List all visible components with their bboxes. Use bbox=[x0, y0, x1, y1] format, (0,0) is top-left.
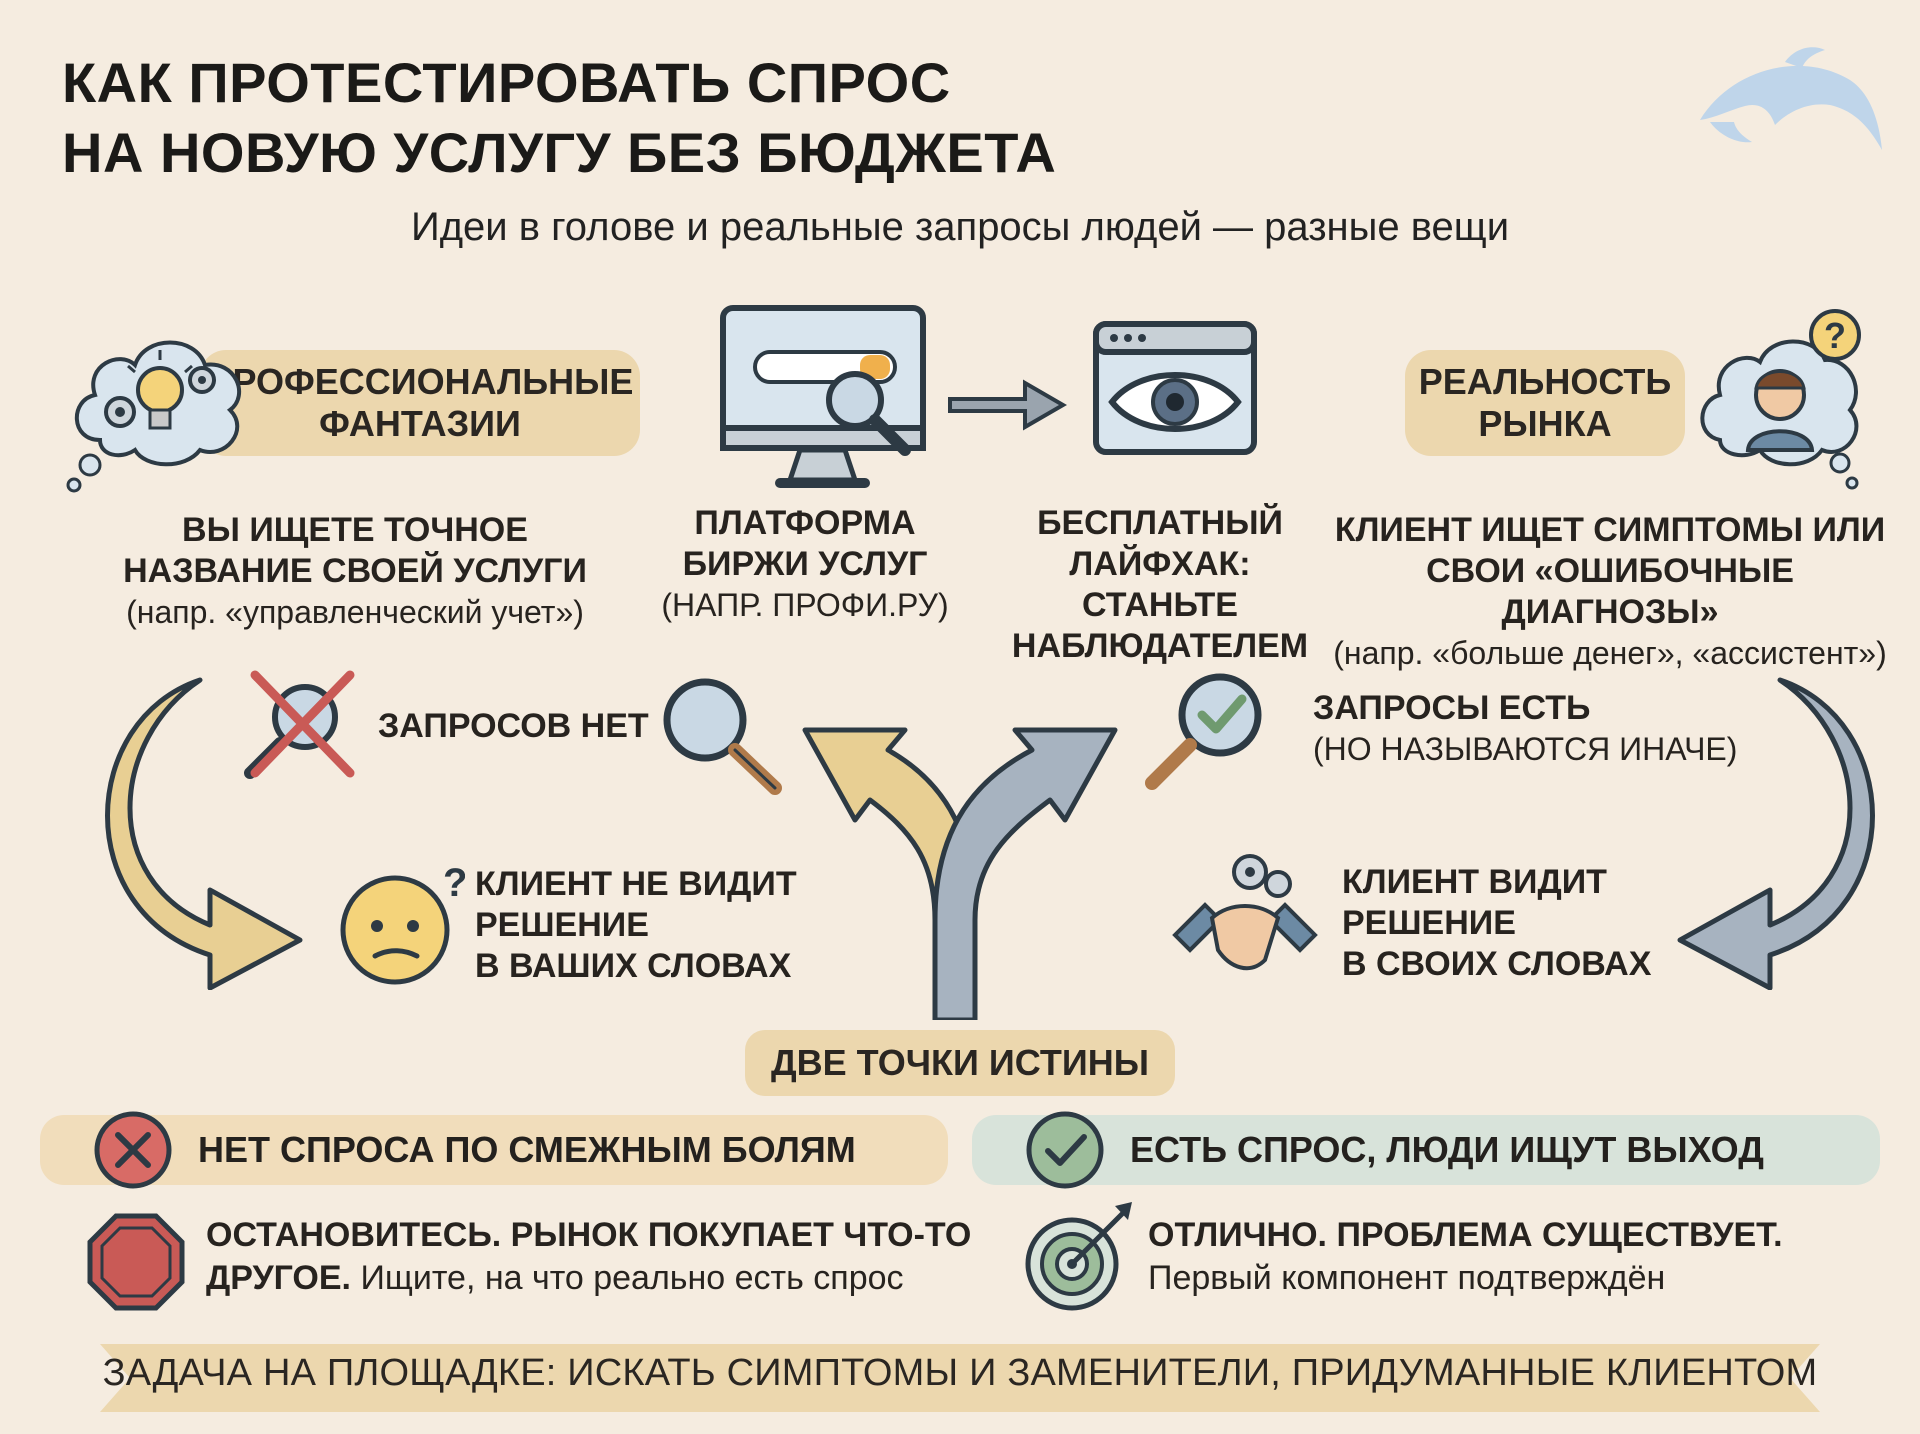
curved-arrow-right-blue-icon bbox=[1677, 677, 1875, 990]
text-services-platform: ПЛАТФОРМА БИРЖИ УСЛУГ (НАПР. ПРОФИ.РУ) bbox=[661, 504, 949, 623]
stop-sign-icon bbox=[87, 1213, 185, 1311]
pill-professional-fantasies: ПРОФЕССИОНАЛЬНЫЕ ФАНТАЗИИ bbox=[200, 350, 640, 456]
handshake-gears-icon bbox=[1172, 854, 1318, 971]
text-no-requests: ЗАПРОСОВ НЕТ bbox=[378, 707, 649, 745]
text-requests-exist: ЗАПРОСЫ ЕСТЬ (НО НАЗЫВАЮТСЯ ИНАЧЕ) bbox=[1313, 689, 1738, 767]
confused-face-icon: ? bbox=[340, 861, 465, 985]
cross-circle-icon bbox=[94, 1111, 172, 1189]
text-client-symptoms: КЛИЕНТ ИЩЕТ СИМПТОМЫ ИЛИ СВОИ «ОШИБОЧНЫЕ… bbox=[1333, 511, 1887, 671]
fork-arrows-icon bbox=[802, 727, 1118, 1020]
thought-cloud-lightbulb-icon bbox=[66, 340, 242, 493]
magnifier-icon bbox=[663, 678, 782, 795]
text-exact-service-name: ВЫ ИЩЕТЕ ТОЧНОЕ НАЗВАНИЕ СВОЕЙ УСЛУГИ (н… bbox=[123, 511, 587, 630]
svg-text:?: ? bbox=[443, 861, 465, 905]
arrow-right-icon bbox=[948, 379, 1067, 431]
text-client-no-see: КЛИЕНТ НЕ ВИДИТ РЕШЕНИЕ В ВАШИХ СЛОВАХ bbox=[475, 865, 797, 985]
check-circle-icon bbox=[1026, 1111, 1104, 1189]
subtitle: Идеи в голове и реальные запросы людей —… bbox=[410, 205, 1510, 249]
dolphin-logo-icon bbox=[1700, 47, 1882, 150]
monitor-search-icon bbox=[720, 305, 926, 488]
text-free-lifehack: БЕСПЛАТНЫЙ ЛАЙФХАК: СТАНЬТЕ НАБЛЮДАТЕЛЕМ bbox=[1011, 504, 1309, 665]
band-no-demand: НЕТ СПРОСА ПО СМЕЖНЫМ БОЛЯМ bbox=[40, 1111, 948, 1189]
magnifier-check-icon bbox=[1145, 673, 1262, 790]
target-arrow-icon bbox=[1025, 1202, 1132, 1311]
text-client-sees: КЛИЕНТ ВИДИТ РЕШЕНИЕ В СВОИХ СЛОВАХ bbox=[1342, 863, 1652, 983]
ribbon-banner bbox=[100, 1344, 1820, 1412]
band-demand-exists: ЕСТЬ СПРОС, ЛЮДИ ИЩУТ ВЫХОД bbox=[972, 1111, 1880, 1189]
browser-eye-icon bbox=[1093, 321, 1257, 455]
curved-arrow-left-gold-icon bbox=[105, 677, 303, 990]
thought-cloud-confused-person-icon: ? bbox=[1700, 309, 1861, 490]
text-stop-advice: ОСТАНОВИТЕСЬ. РЫНОК ПОКУПАЕТ ЧТО-ТО ДРУГ… bbox=[206, 1216, 972, 1297]
banner-task: ЗАДАЧА НА ПЛОЩАДКЕ: ИСКАТЬ СИМПТОМЫ И ЗА… bbox=[102, 1352, 1818, 1394]
pill-two-points-of-truth: ДВЕ ТОЧКИ ИСТИНЫ bbox=[745, 1030, 1175, 1096]
svg-text:?: ? bbox=[1824, 315, 1846, 356]
text-problem-exists: ОТЛИЧНО. ПРОБЛЕМА СУЩЕСТВУЕТ. Первый ком… bbox=[1148, 1216, 1783, 1297]
page-title: КАК ПРОТЕСТИРОВАТЬ СПРОС НА НОВУЮ УСЛУГУ… bbox=[62, 51, 1057, 184]
pill-market-reality: РЕАЛЬНОСТЬ РЫНКА bbox=[1405, 350, 1685, 456]
magnifier-crossed-icon bbox=[244, 670, 355, 779]
